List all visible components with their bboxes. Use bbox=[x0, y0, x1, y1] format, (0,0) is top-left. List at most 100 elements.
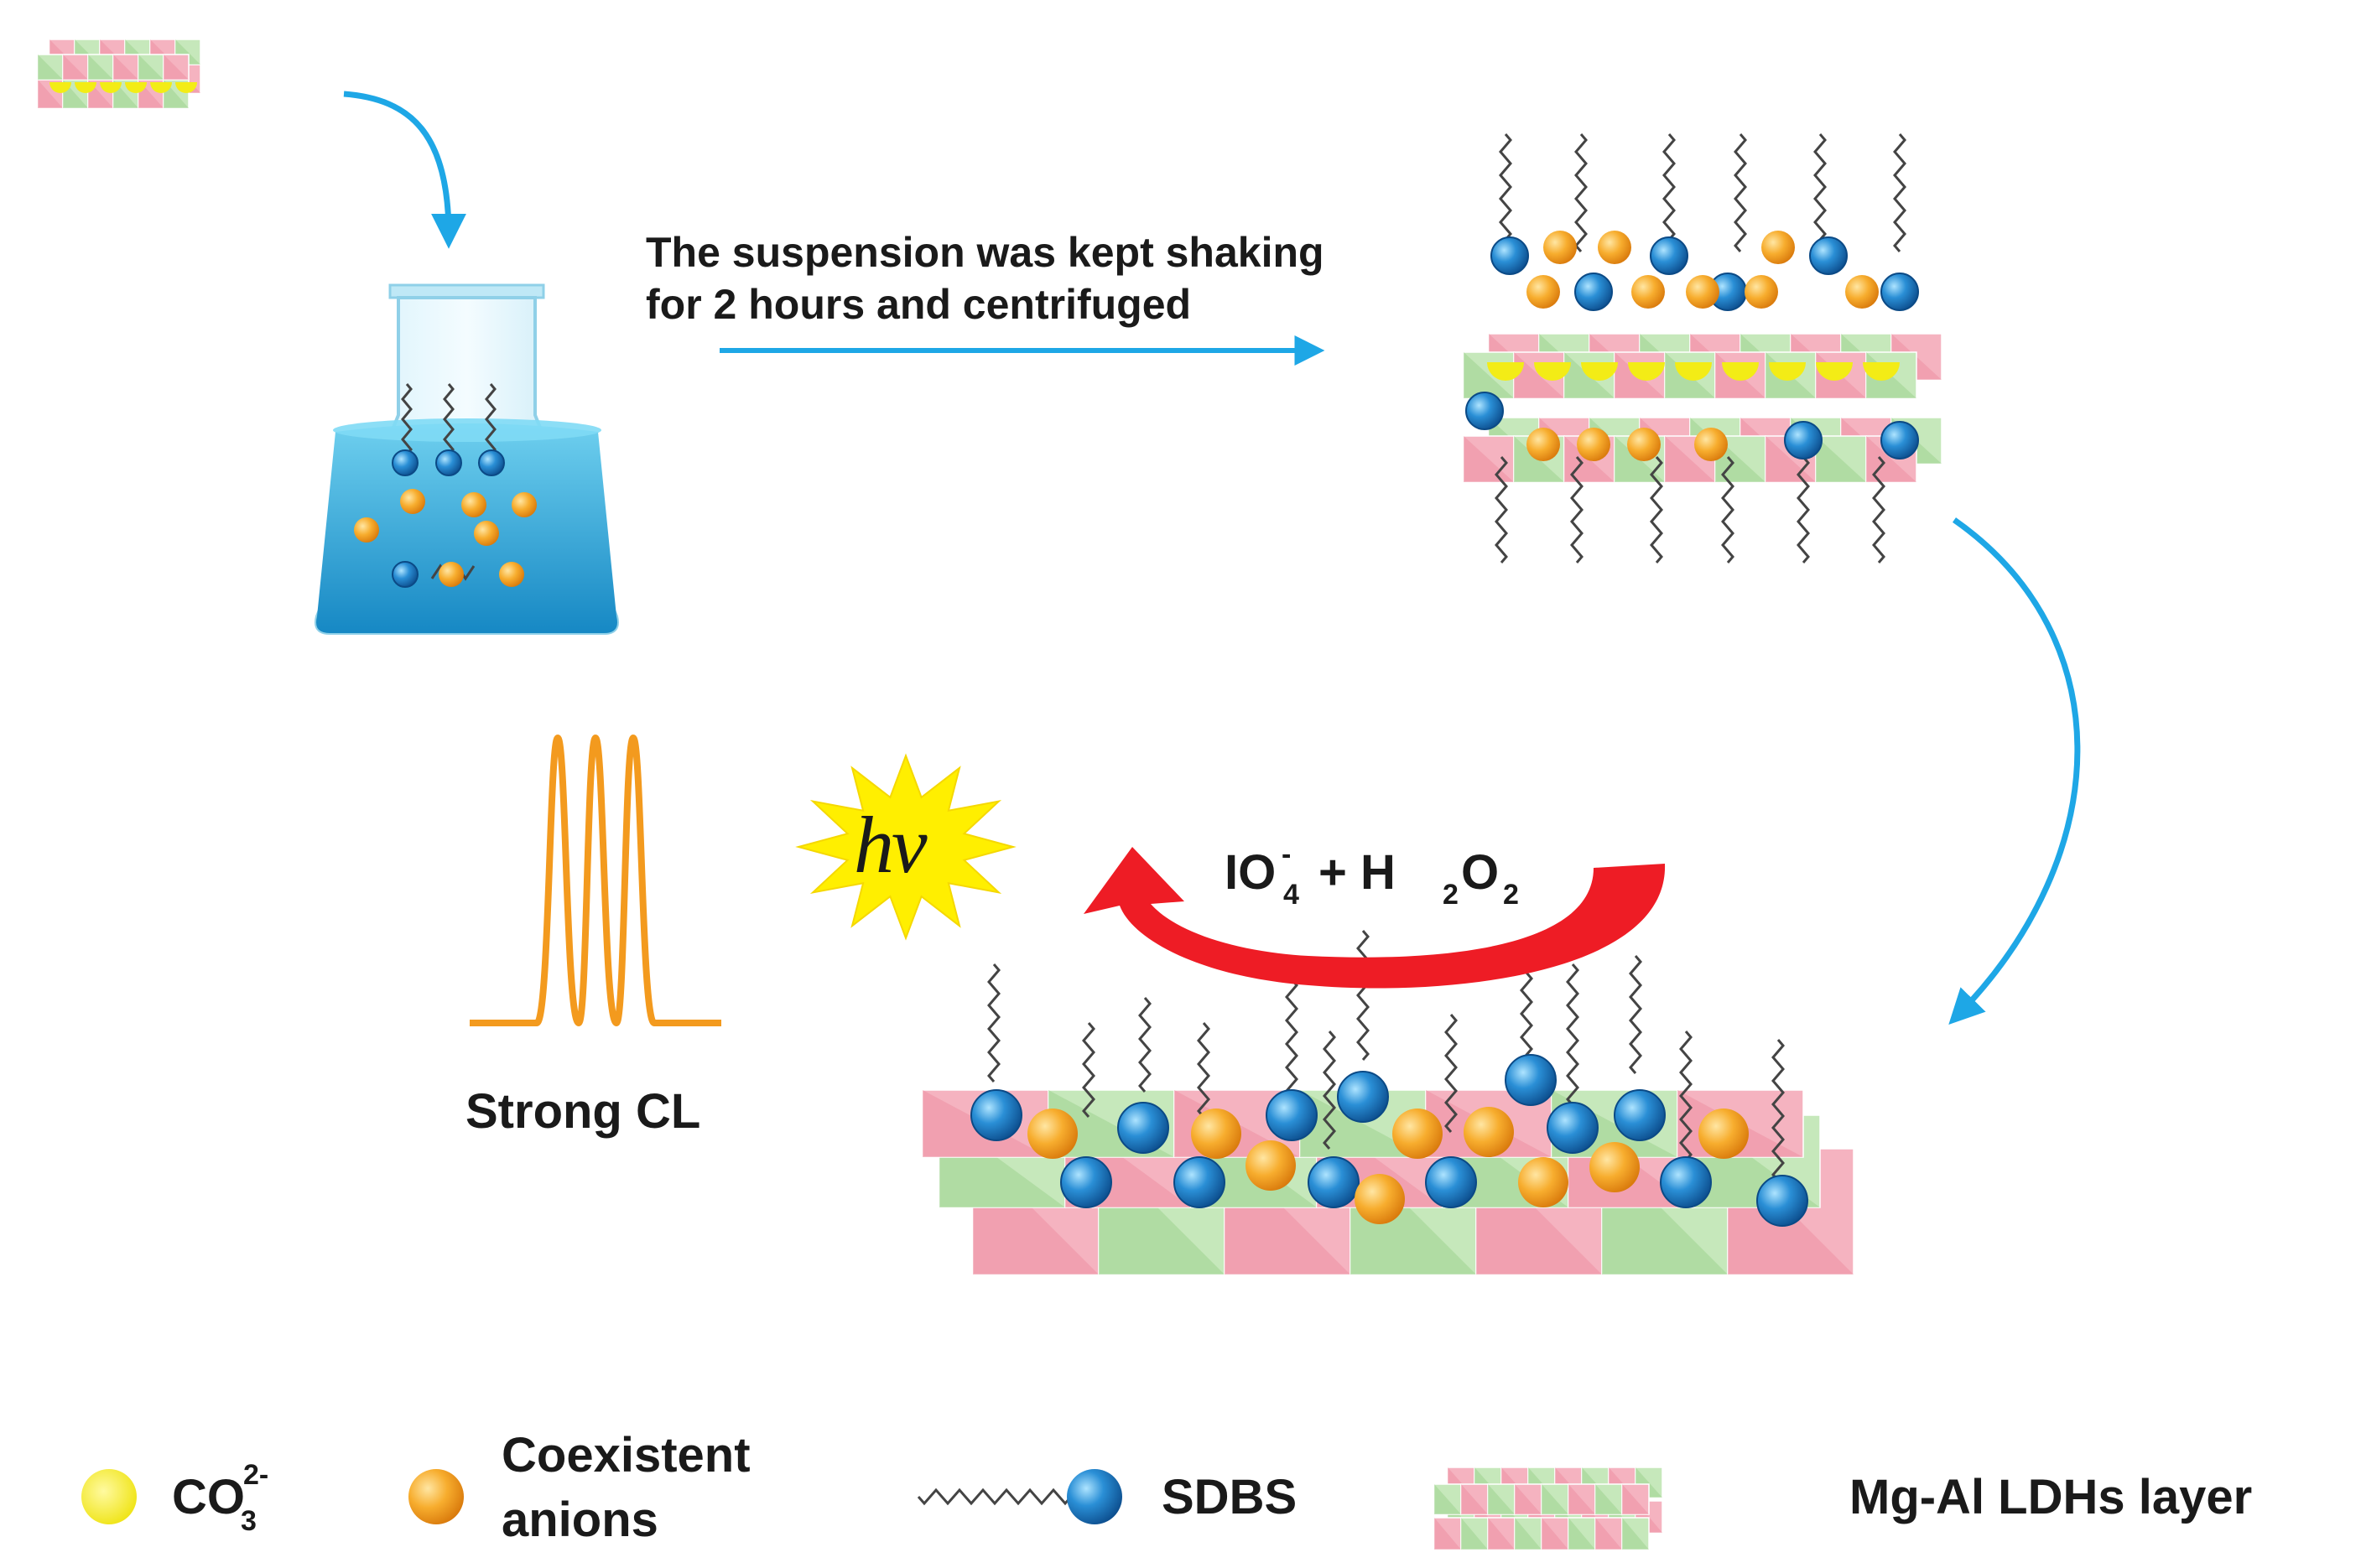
sdbs-molecule bbox=[435, 449, 462, 476]
coexistent-anion bbox=[1543, 231, 1577, 264]
carbonate-ion bbox=[1863, 362, 1900, 381]
ldh-layer-small bbox=[37, 39, 201, 109]
coexistent-anion bbox=[1464, 1107, 1514, 1157]
sdbs-molecule bbox=[1880, 273, 1919, 311]
sdbs-molecule bbox=[1425, 1156, 1477, 1208]
coexistent-anion bbox=[1698, 1109, 1749, 1159]
coexistent-anion bbox=[1191, 1109, 1241, 1159]
carbonate-ion bbox=[75, 82, 96, 93]
legend-anion-icon bbox=[408, 1469, 464, 1524]
sdbs-molecule bbox=[392, 561, 419, 588]
photon-star-icon: h ν bbox=[795, 753, 1017, 941]
sdbs-tail bbox=[1872, 456, 1885, 563]
coexistent-anion bbox=[1355, 1174, 1405, 1224]
carbonate-ion bbox=[1534, 362, 1571, 381]
sdbs-molecule bbox=[1880, 421, 1919, 459]
sdbs-tail bbox=[1574, 133, 1588, 252]
svg-text:+ H: + H bbox=[1318, 845, 1396, 900]
carbonate-ion bbox=[175, 82, 197, 93]
sdbs-tail bbox=[1138, 997, 1152, 1093]
sdbs-molecule bbox=[1574, 273, 1613, 311]
sdbs-tail bbox=[1734, 133, 1747, 252]
legend: CO 3 2- Coexistent anions SDBS Mg-Al LDH… bbox=[81, 1428, 2252, 1550]
coexistent-anion bbox=[1631, 275, 1665, 309]
svg-text:O: O bbox=[1461, 845, 1499, 900]
coexistent-anion bbox=[1686, 275, 1719, 309]
sdbs-tail bbox=[1893, 133, 1906, 252]
arrow-to-flask bbox=[343, 91, 466, 249]
carbonate-ion bbox=[1581, 362, 1618, 381]
carbonate-ion bbox=[125, 82, 147, 93]
carbonate-ion bbox=[1487, 362, 1524, 381]
coexistent-anion bbox=[1392, 1109, 1443, 1159]
legend-anion-label-1: Coexistent bbox=[502, 1428, 751, 1482]
coexistent-anion bbox=[1027, 1109, 1078, 1159]
carbonate-ion bbox=[49, 82, 71, 93]
sdbs-molecule bbox=[1117, 1102, 1169, 1154]
coexistent-anion bbox=[1694, 428, 1728, 461]
coexistent-anion bbox=[461, 492, 486, 517]
sdbs-tail bbox=[1771, 1039, 1785, 1193]
sdbs-tail bbox=[1570, 456, 1584, 563]
sdbs-tail bbox=[1813, 133, 1827, 252]
sdbs-tail bbox=[1520, 972, 1533, 1067]
sdbs-tail bbox=[987, 963, 1001, 1083]
sdbs-molecule bbox=[1660, 1156, 1712, 1208]
legend-sdbs-label: SDBS bbox=[1162, 1470, 1297, 1524]
sdbs-tail bbox=[1323, 1031, 1336, 1150]
sdbs-tail bbox=[1721, 456, 1734, 563]
cl-label: Strong CL bbox=[465, 1084, 700, 1139]
carbonate-ion bbox=[1722, 362, 1759, 381]
coexistent-anion bbox=[1518, 1157, 1568, 1207]
arrow-to-exfoliated bbox=[1948, 517, 2081, 1025]
svg-text:2: 2 bbox=[1443, 879, 1459, 911]
sdbs-tail bbox=[1356, 930, 1370, 1061]
sdbs-molecule bbox=[1505, 1054, 1557, 1106]
flask-particles bbox=[354, 449, 537, 588]
svg-text:ν: ν bbox=[892, 800, 928, 890]
svg-text:2-: 2- bbox=[243, 1459, 268, 1491]
sdbs-molecule bbox=[1490, 236, 1529, 275]
coexistent-anion bbox=[1589, 1142, 1640, 1192]
reaction-label: IO 4 - + H 2 O 2 bbox=[1225, 839, 1519, 911]
sdbs-molecule bbox=[1337, 1071, 1389, 1123]
legend-sdbs-icon bbox=[1067, 1469, 1122, 1524]
carbonate-ion bbox=[1769, 362, 1806, 381]
coexistent-anion bbox=[474, 521, 499, 546]
carbonate-ion bbox=[100, 82, 122, 93]
carbonate-ion bbox=[1816, 362, 1853, 381]
coexistent-anion bbox=[1577, 428, 1610, 461]
legend-sdbs-tail bbox=[917, 1488, 1073, 1506]
legend-layer-label: Mg-Al LDHs layer bbox=[1849, 1470, 2252, 1524]
sdbs-tail bbox=[1082, 1022, 1095, 1118]
coexistent-anion bbox=[1745, 275, 1778, 309]
coexistent-anion bbox=[1761, 231, 1795, 264]
coexistent-anion bbox=[1246, 1140, 1296, 1191]
sdbs-molecule bbox=[1308, 1156, 1360, 1208]
coexistent-anion bbox=[1845, 275, 1879, 309]
legend-layer-icon bbox=[1433, 1467, 1663, 1550]
red-reaction-arrow bbox=[1084, 847, 1666, 989]
sdbs-molecule bbox=[392, 449, 419, 476]
coexistent-anion bbox=[512, 492, 537, 517]
coexistent-anion bbox=[1526, 275, 1560, 309]
sdbs-molecule bbox=[1650, 236, 1688, 275]
flask bbox=[315, 283, 619, 635]
sdbs-molecule bbox=[1266, 1089, 1318, 1141]
carbonate-ion bbox=[1675, 362, 1712, 381]
intercalated-stack bbox=[1463, 133, 1942, 563]
sdbs-molecule bbox=[1756, 1175, 1808, 1227]
sdbs-tail bbox=[1499, 133, 1512, 252]
sdbs-molecule bbox=[1547, 1102, 1599, 1154]
svg-text:IO: IO bbox=[1225, 845, 1276, 900]
carbonate-ion bbox=[1628, 362, 1665, 381]
sdbs-tail bbox=[1444, 1014, 1458, 1133]
sdbs-molecule bbox=[1614, 1089, 1666, 1141]
svg-text:h: h bbox=[854, 800, 894, 890]
carbonate-ion bbox=[150, 82, 172, 93]
exfoliated-layer bbox=[922, 930, 1854, 1275]
sdbs-tail bbox=[1495, 456, 1508, 563]
sdbs-tail bbox=[1662, 133, 1676, 252]
cl-peaks bbox=[470, 735, 721, 1026]
